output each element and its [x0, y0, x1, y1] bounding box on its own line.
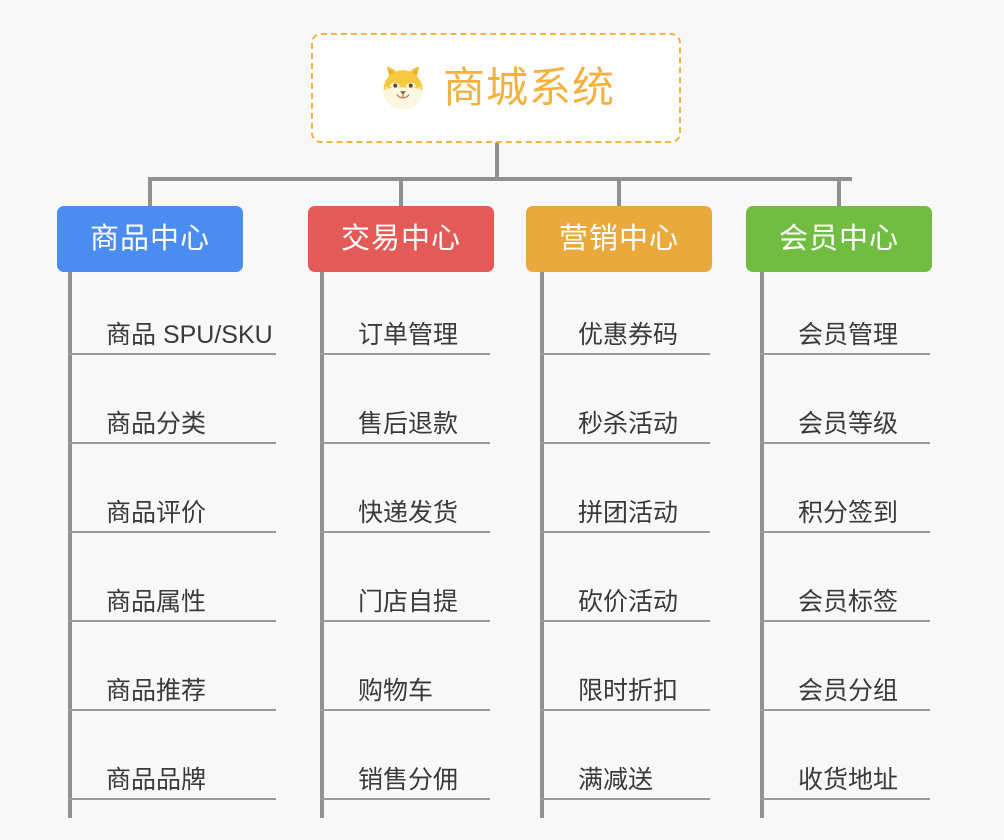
- leaf-underline: [320, 531, 490, 533]
- leaf-label: 商品品牌: [106, 766, 207, 794]
- shiba-dog-face-icon: [383, 66, 423, 110]
- leaf-label: 会员分组: [798, 677, 899, 705]
- leaf-label: 会员管理: [798, 321, 899, 349]
- category-label: 交易中心: [340, 222, 461, 255]
- connector-drop-4: [837, 177, 841, 207]
- leaf-underline: [68, 620, 276, 622]
- leaf-underline: [540, 620, 710, 622]
- category-label: 商品中心: [89, 222, 210, 255]
- leaf-label: 收货地址: [798, 766, 899, 794]
- leaf-underline: [68, 798, 276, 800]
- leaf-label: 快递发货: [358, 499, 459, 527]
- leaf-underline: [760, 442, 930, 444]
- category-box-1[interactable]: 商品中心: [57, 206, 243, 272]
- leaf-underline: [760, 709, 930, 711]
- leaf-underline: [540, 531, 710, 533]
- leaf-label: 商品 SPU/SKU: [106, 321, 273, 349]
- leaf-underline: [760, 798, 930, 800]
- root-title: 商城系统: [442, 64, 615, 111]
- leaf-label: 优惠券码: [578, 321, 679, 349]
- leaf-underline: [68, 531, 276, 533]
- connector-drop-2: [399, 177, 403, 207]
- leaf-label: 积分签到: [798, 499, 899, 527]
- leaf-spine-4: [760, 272, 764, 818]
- leaf-spine-3: [540, 272, 544, 818]
- leaf-underline: [540, 353, 710, 355]
- leaf-label: 秒杀活动: [578, 410, 679, 438]
- leaf-label: 限时折扣: [578, 677, 679, 705]
- connector-horizontal-bus: [149, 177, 852, 181]
- leaf-label: 商品分类: [106, 410, 207, 438]
- leaf-label: 售后退款: [358, 410, 459, 438]
- leaf-underline: [320, 620, 490, 622]
- leaf-label: 商品评价: [106, 499, 207, 527]
- connector-drop-1: [148, 177, 152, 207]
- leaf-underline: [760, 353, 930, 355]
- leaf-label: 商品推荐: [106, 677, 207, 705]
- connector-root-stem: [495, 143, 499, 180]
- leaf-underline: [540, 709, 710, 711]
- leaf-underline: [68, 442, 276, 444]
- category-box-4[interactable]: 会员中心: [746, 206, 932, 272]
- connector-drop-3: [617, 177, 621, 207]
- category-box-2[interactable]: 交易中心: [308, 206, 494, 272]
- leaf-label: 会员标签: [798, 588, 899, 616]
- leaf-label: 销售分佣: [358, 766, 459, 794]
- category-label: 营销中心: [558, 222, 679, 255]
- category-label: 会员中心: [778, 222, 899, 255]
- leaf-label: 拼团活动: [578, 499, 679, 527]
- category-box-3[interactable]: 营销中心: [526, 206, 712, 272]
- leaf-underline: [320, 353, 490, 355]
- leaf-underline: [320, 798, 490, 800]
- root-node[interactable]: 商城系统: [311, 33, 681, 143]
- leaf-label: 商品属性: [106, 588, 207, 616]
- leaf-label: 砍价活动: [578, 588, 679, 616]
- leaf-underline: [540, 442, 710, 444]
- leaf-underline: [68, 709, 276, 711]
- leaf-underline: [540, 798, 710, 800]
- leaf-label: 购物车: [358, 677, 434, 705]
- leaf-underline: [320, 709, 490, 711]
- leaf-label: 门店自提: [358, 588, 459, 616]
- leaf-label: 订单管理: [358, 321, 459, 349]
- leaf-spine-1: [68, 272, 72, 818]
- leaf-underline: [68, 353, 276, 355]
- leaf-underline: [760, 531, 930, 533]
- leaf-label: 满减送: [578, 766, 654, 794]
- leaf-spine-2: [320, 272, 324, 818]
- leaf-label: 会员等级: [798, 410, 899, 438]
- leaf-underline: [760, 620, 930, 622]
- leaf-underline: [320, 442, 490, 444]
